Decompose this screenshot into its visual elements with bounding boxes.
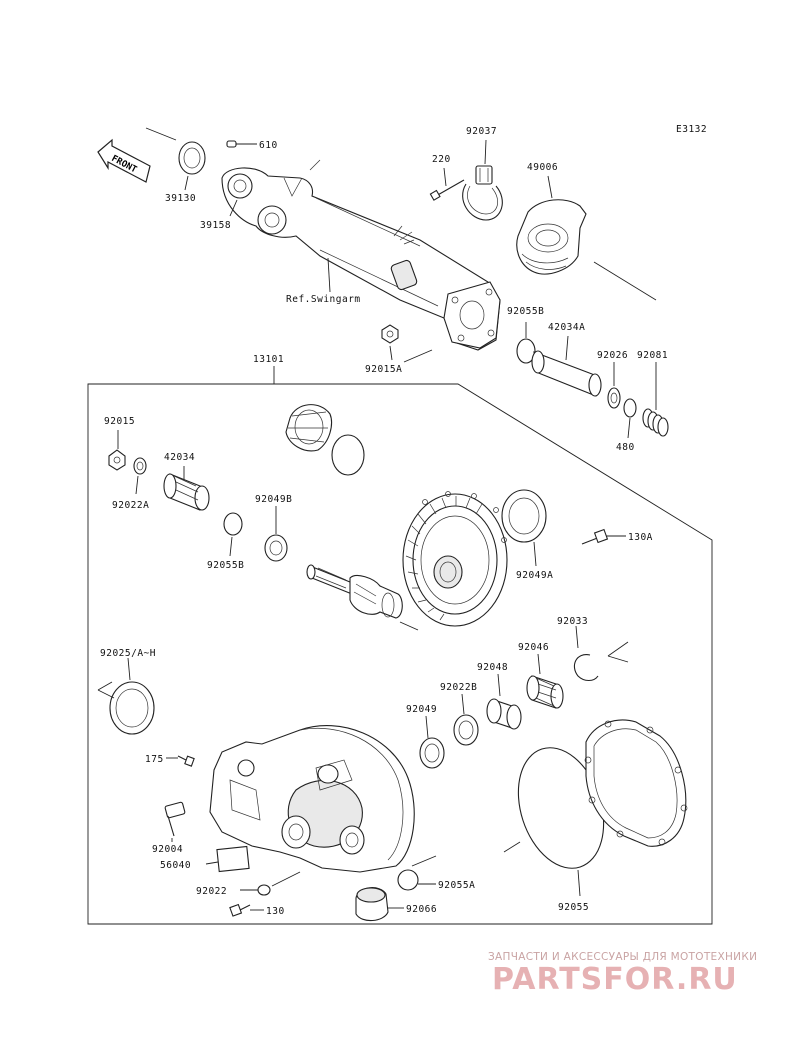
circlip-92033 xyxy=(573,654,599,682)
label-92055A: 92055A xyxy=(438,880,475,891)
seal-92049 xyxy=(419,737,445,769)
label-92055: 92055 xyxy=(558,902,589,913)
bolt-220 xyxy=(429,179,465,201)
label-92026: 92026 xyxy=(597,350,628,361)
assembly-outline xyxy=(87,383,713,925)
label-92049B: 92049B xyxy=(255,494,292,505)
label-92048: 92048 xyxy=(477,662,508,673)
label-480: 480 xyxy=(616,442,635,453)
label-13101: 13101 xyxy=(253,354,284,365)
bolt-175 xyxy=(177,755,195,767)
label-92033: 92033 xyxy=(557,616,588,627)
circlip-480 xyxy=(623,398,637,418)
label-92055B: 92055B xyxy=(207,560,244,571)
label-39158: 39158 xyxy=(200,220,231,231)
label-92015: 92015 xyxy=(104,416,135,427)
label-92004: 92004 xyxy=(152,844,183,855)
label-130A: 130A xyxy=(628,532,653,543)
label-42034: 42034 xyxy=(164,452,195,463)
oil-seal-39130 xyxy=(178,141,206,175)
coupling-42034 xyxy=(163,473,210,511)
label-42034A: 42034A xyxy=(548,322,585,333)
label-92049A: 92049A xyxy=(516,570,553,581)
label-92055B-top: 92055B xyxy=(507,306,544,317)
needle-bearing-92046 xyxy=(526,675,564,709)
o-ring-92055B xyxy=(223,512,243,536)
label-92049: 92049 xyxy=(406,704,437,715)
label-plate-56040 xyxy=(216,845,250,873)
pin-610 xyxy=(226,140,237,148)
watermark-subtitle: ЗАПЧАСТИ И АКСЕССУАРЫ ДЛЯ МОТОТЕХНИКИ xyxy=(488,951,758,963)
label-92022B: 92022B xyxy=(440,682,477,693)
bearing-92048 xyxy=(486,698,522,730)
label-56040: 56040 xyxy=(160,860,191,871)
nut-92015A xyxy=(381,324,399,344)
o-ring-upper xyxy=(331,434,365,476)
label-175: 175 xyxy=(145,754,164,765)
nut-92015 xyxy=(108,449,126,471)
washer-92026 xyxy=(607,387,621,409)
spacer-42034A xyxy=(531,350,602,397)
bolt-130 xyxy=(229,903,251,917)
boot-49006 xyxy=(516,199,587,275)
plug-92066 xyxy=(355,887,389,922)
o-ring-92055B-top xyxy=(516,338,536,364)
washer-92022 xyxy=(257,884,271,896)
label-610: 610 xyxy=(259,140,278,151)
label-92015A: 92015A xyxy=(365,364,402,375)
label-92025: 92025/A~H xyxy=(100,648,156,659)
label-92022A: 92022A xyxy=(112,500,149,511)
label-92066: 92066 xyxy=(406,904,437,915)
watermark-logo: PARTSFOR.RU xyxy=(492,962,738,997)
label-49006: 49006 xyxy=(527,162,558,173)
label-92037: 92037 xyxy=(466,126,497,137)
seal-92049A xyxy=(501,489,547,543)
label-220: 220 xyxy=(432,154,451,165)
shim-92025 xyxy=(109,681,155,735)
swingarm-assembly xyxy=(221,159,501,351)
spring-92081 xyxy=(642,408,669,437)
washer-92022B xyxy=(453,714,479,746)
label-92046: 92046 xyxy=(518,642,549,653)
o-ring-92055A xyxy=(397,869,419,891)
label-92022: 92022 xyxy=(196,886,227,897)
final-gear-case xyxy=(209,725,415,873)
oil-seal-upper xyxy=(285,404,333,452)
label-130: 130 xyxy=(266,906,285,917)
washer-92022A xyxy=(133,457,147,475)
seal-92049B xyxy=(264,534,288,562)
label-ref-swingarm: Ref.Swingarm xyxy=(286,294,361,305)
pinion-shaft xyxy=(306,564,403,619)
front-arrow-icon: FRONT xyxy=(97,138,151,183)
clamp-92037 xyxy=(462,165,503,221)
bolt-130A xyxy=(581,528,609,545)
cover-gasket xyxy=(584,719,688,847)
diagram-code: E3132 xyxy=(676,124,707,135)
ring-gear xyxy=(402,491,508,627)
stud-92004 xyxy=(164,801,186,837)
label-92081: 92081 xyxy=(637,350,668,361)
label-39130: 39130 xyxy=(165,193,196,204)
